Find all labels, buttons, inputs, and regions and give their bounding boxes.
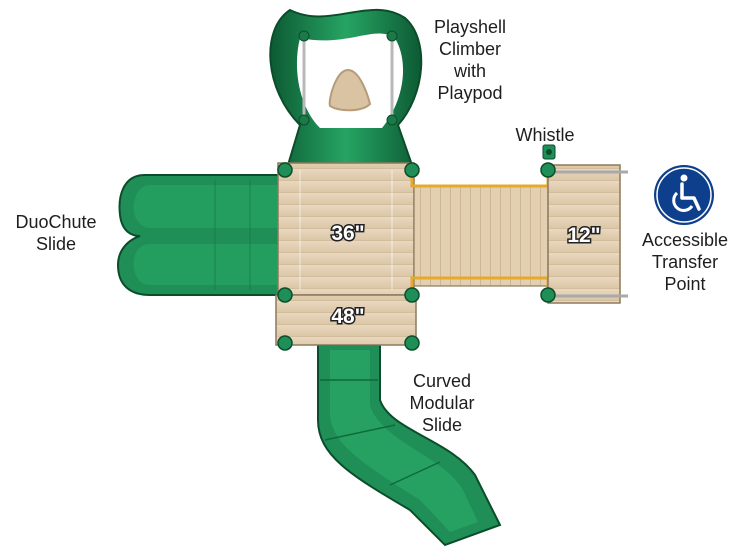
transfer-deck-12 xyxy=(547,164,628,304)
label-playshell-climber: Playshell Climber with Playpod xyxy=(433,17,507,103)
curved-modular-slide xyxy=(317,344,502,547)
label-accessible-transfer-point: Accessible Transfer Point xyxy=(641,230,729,294)
post-caps xyxy=(277,162,556,351)
deck-height-48: 48" xyxy=(331,305,364,328)
whistle xyxy=(542,144,556,160)
playpod xyxy=(328,68,372,112)
wheelchair-icon xyxy=(654,165,714,225)
deck-48 xyxy=(275,294,417,346)
duochute-slide xyxy=(116,174,281,296)
label-whistle: Whistle xyxy=(515,125,575,145)
label-curved-modular-slide: Curved Modular Slide xyxy=(409,371,475,435)
deck-height-12: 12" xyxy=(567,224,600,247)
deck-height-36: 36" xyxy=(331,222,364,245)
deck-36 xyxy=(277,162,415,296)
bridge-rail-top xyxy=(410,176,550,188)
label-duochute-slide: DuoChute Slide xyxy=(15,212,97,254)
bridge xyxy=(410,176,550,296)
